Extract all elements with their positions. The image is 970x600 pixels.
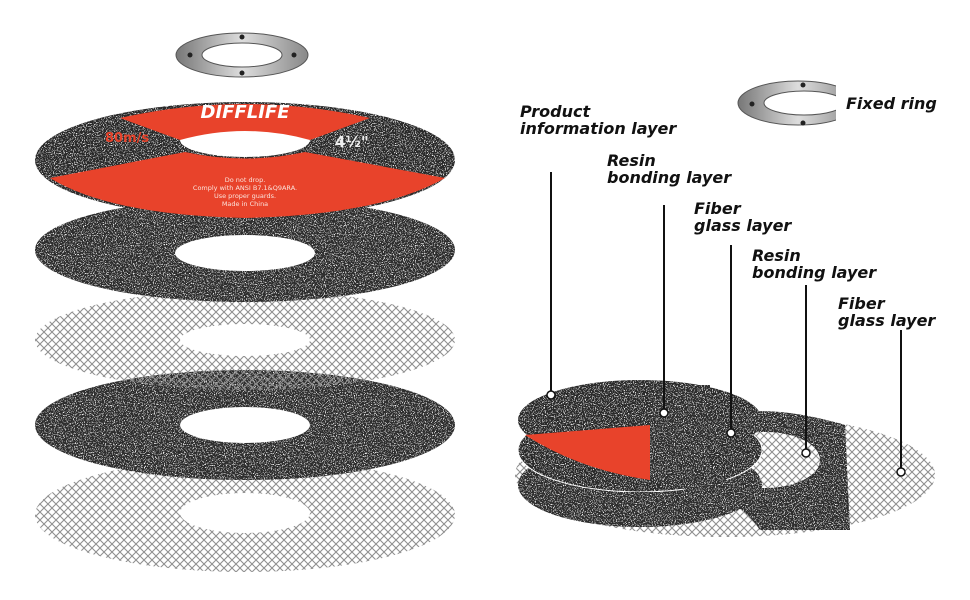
fixed-ring	[175, 32, 309, 78]
label-line: Resin	[607, 151, 656, 170]
label-line: glass layer	[838, 311, 936, 330]
leader-lines	[550, 172, 902, 472]
label-line: bonding layer	[607, 168, 732, 187]
brand-logo: DIFFLIFE	[201, 102, 291, 123]
resin-bonding-disc-2	[35, 370, 455, 480]
label-fixed-ring: Fixed ring	[846, 94, 937, 113]
fiberglass-mesh-1	[35, 290, 455, 390]
cutaway-assembly	[515, 380, 935, 537]
resin-bonding-disc-1	[35, 198, 455, 302]
label-line: Product	[520, 102, 591, 121]
disc-text-line: Use proper guards.	[214, 192, 276, 200]
leader-dots	[546, 390, 906, 477]
disc-text-line: Made in China	[222, 200, 268, 208]
label-fiber-glass-layer-1: Fiber glass layer	[694, 200, 791, 234]
label-resin-bonding-layer-2: Resin bonding layer	[752, 247, 876, 281]
label-product-information-layer: Product information layer	[520, 103, 676, 137]
speed-rating: 80m/s	[105, 131, 149, 146]
disc-text-line: Do not drop.	[225, 176, 266, 184]
label-line: Resin	[752, 246, 801, 265]
label-line: Fiber	[694, 199, 741, 218]
label-line: glass layer	[694, 216, 792, 235]
disc-text-line: Comply with ANSI B7.1&Q9ARA.	[193, 184, 297, 192]
label-line: Fiber	[838, 294, 885, 313]
disc-size: 4½"	[335, 133, 369, 151]
fixed-ring-right	[737, 75, 866, 135]
label-resin-bonding-layer-1: Resin bonding layer	[607, 152, 731, 186]
fiberglass-mesh-2	[35, 458, 455, 572]
label-line: bonding layer	[752, 263, 877, 282]
label-line: information layer	[520, 119, 677, 138]
product-information-disc: DIFFLIFE 80m/s 4½" Do not drop. Comply w…	[35, 102, 455, 218]
label-fiber-glass-layer-2: Fiber glass layer	[838, 295, 935, 329]
